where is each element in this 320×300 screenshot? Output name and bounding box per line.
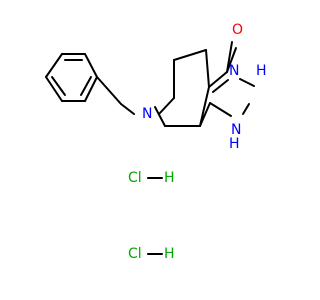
bond bbox=[84, 76, 98, 102]
bond bbox=[239, 78, 255, 87]
bond bbox=[209, 102, 232, 117]
bond bbox=[199, 86, 210, 127]
hydrogen-label: H bbox=[164, 246, 175, 262]
carbonyl-bond bbox=[226, 41, 233, 73]
bond bbox=[45, 53, 63, 78]
bond bbox=[199, 102, 211, 127]
aromatic-inner-bond bbox=[51, 76, 66, 96]
nitrogen-label: N bbox=[229, 63, 239, 79]
bond bbox=[173, 49, 207, 61]
bond bbox=[208, 71, 228, 88]
bond bbox=[84, 53, 98, 78]
nitrogen-label: N bbox=[231, 122, 241, 138]
nitrogen-label: N bbox=[142, 106, 152, 122]
benzyl-bond bbox=[96, 76, 122, 105]
benzene-ring bbox=[45, 53, 98, 102]
bond bbox=[45, 76, 63, 102]
hydrogen-label: H bbox=[164, 170, 175, 186]
hydrogen-label: H bbox=[256, 63, 267, 79]
bond bbox=[154, 106, 166, 127]
molecule-structure-diagram: O N N H N H Cl H Cl H bbox=[45, 22, 267, 262]
hydrogen-label: H bbox=[229, 136, 240, 152]
bond bbox=[205, 49, 210, 88]
oxygen-label: O bbox=[232, 22, 243, 38]
bond bbox=[242, 103, 250, 115]
aromatic-inner-bond bbox=[80, 76, 92, 96]
bond bbox=[158, 97, 175, 115]
chlorine-label: Cl bbox=[128, 170, 142, 186]
bond bbox=[212, 79, 229, 93]
chlorine-label: Cl bbox=[128, 246, 142, 262]
benzyl-bond bbox=[120, 103, 135, 115]
